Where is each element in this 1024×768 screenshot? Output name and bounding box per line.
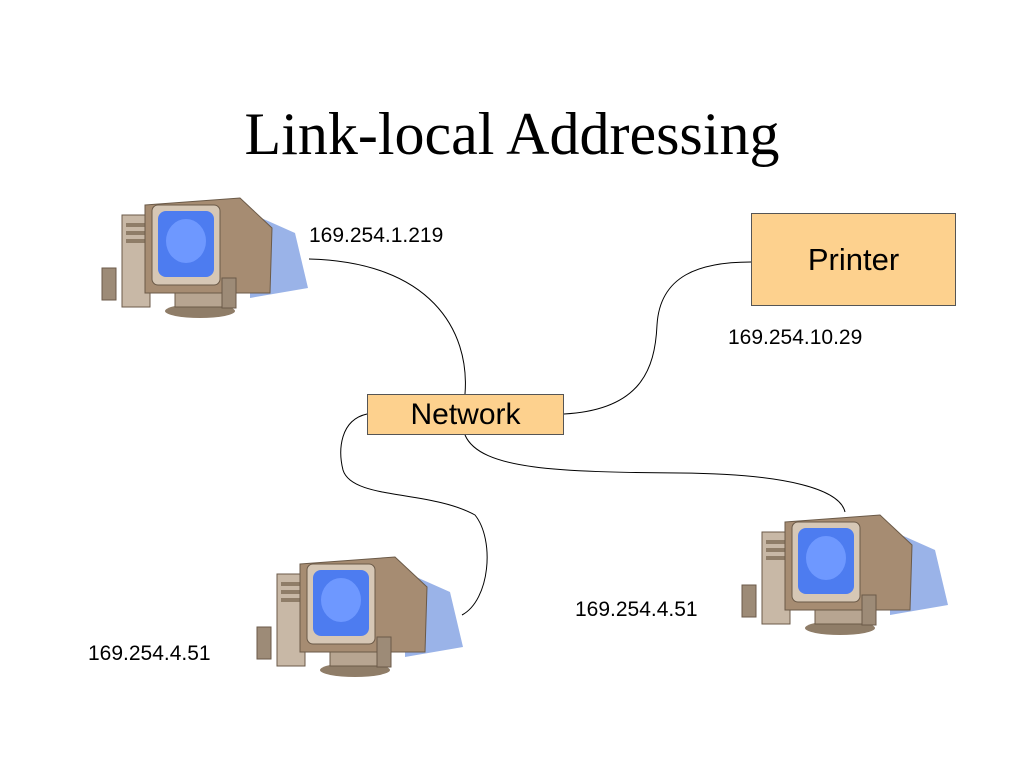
computer-top-left-address: 169.254.1.219 (309, 224, 444, 247)
network-node: Network (367, 394, 564, 435)
network-label: Network (410, 397, 521, 431)
link-network-computer-top-left (308, 258, 466, 395)
link-network-printer (563, 261, 752, 415)
link-network-computer-bottom-right (464, 434, 846, 513)
desktop-computer-icon (741, 514, 948, 635)
link-network-computer-bottom-left (340, 413, 488, 616)
computer-bottom-left-address: 169.254.4.51 (88, 642, 211, 665)
printer-node: Printer (751, 213, 956, 306)
computer-bottom-right-address: 169.254.4.51 (575, 598, 698, 621)
printer-address: 169.254.10.29 (728, 326, 863, 349)
printer-label: Printer (807, 241, 900, 277)
desktop-computer-icon (256, 556, 463, 677)
slide-title: Link-local Addressing (244, 101, 780, 167)
desktop-computer-icon (101, 197, 308, 318)
